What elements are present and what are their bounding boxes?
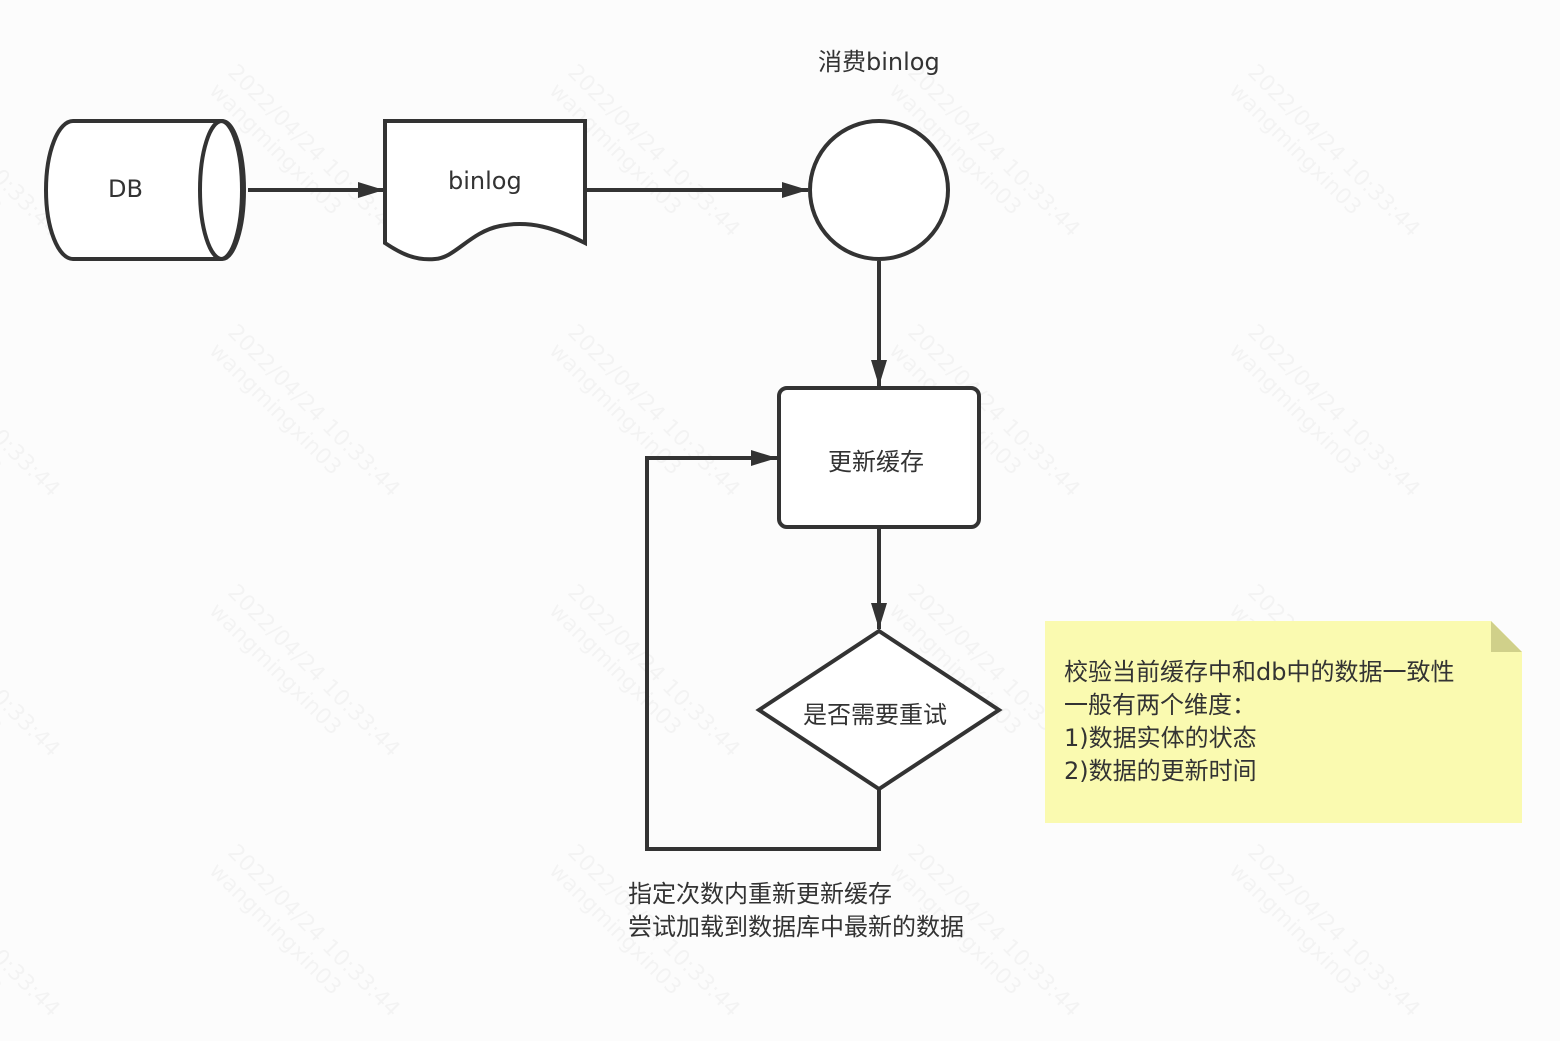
binlog-label: binlog xyxy=(448,167,522,195)
flowchart-canvas xyxy=(44,119,1522,851)
sticky-note-line: 2)数据的更新时间 xyxy=(1064,757,1257,785)
db-label: DB xyxy=(108,175,143,203)
consume-binlog-node[interactable] xyxy=(808,119,950,261)
sticky-note-line: 一般有两个维度： xyxy=(1064,691,1256,719)
retry-annotation-line: 尝试加载到数据库中最新的数据 xyxy=(628,913,964,941)
sticky-note-text: 校验当前缓存中和db中的数据一致性 一般有两个维度： 1)数据实体的状态 2)数… xyxy=(1064,656,1454,788)
sticky-note-fold xyxy=(1491,621,1522,652)
binlog-node[interactable] xyxy=(383,119,587,262)
update-cache-node[interactable] xyxy=(777,386,981,529)
update-cache-label: 更新缓存 xyxy=(828,448,924,476)
sticky-note[interactable] xyxy=(1045,621,1522,823)
db-node[interactable] xyxy=(44,119,246,261)
sticky-note-line: 校验当前缓存中和db中的数据一致性 xyxy=(1064,658,1455,686)
sticky-note-body xyxy=(1045,621,1522,823)
edge-retry-loop xyxy=(645,450,881,851)
retry-annotation: 指定次数内重新更新缓存 尝试加载到数据库中最新的数据 xyxy=(628,878,964,944)
db-cylinder-end xyxy=(198,119,246,261)
retry-check-label: 是否需要重试 xyxy=(803,701,947,729)
sticky-note-line: 1)数据实体的状态 xyxy=(1064,724,1257,752)
retry-annotation-line: 指定次数内重新更新缓存 xyxy=(628,880,892,908)
consume-binlog-caption: 消费binlog xyxy=(818,48,940,76)
db-cylinder-body xyxy=(44,119,244,261)
